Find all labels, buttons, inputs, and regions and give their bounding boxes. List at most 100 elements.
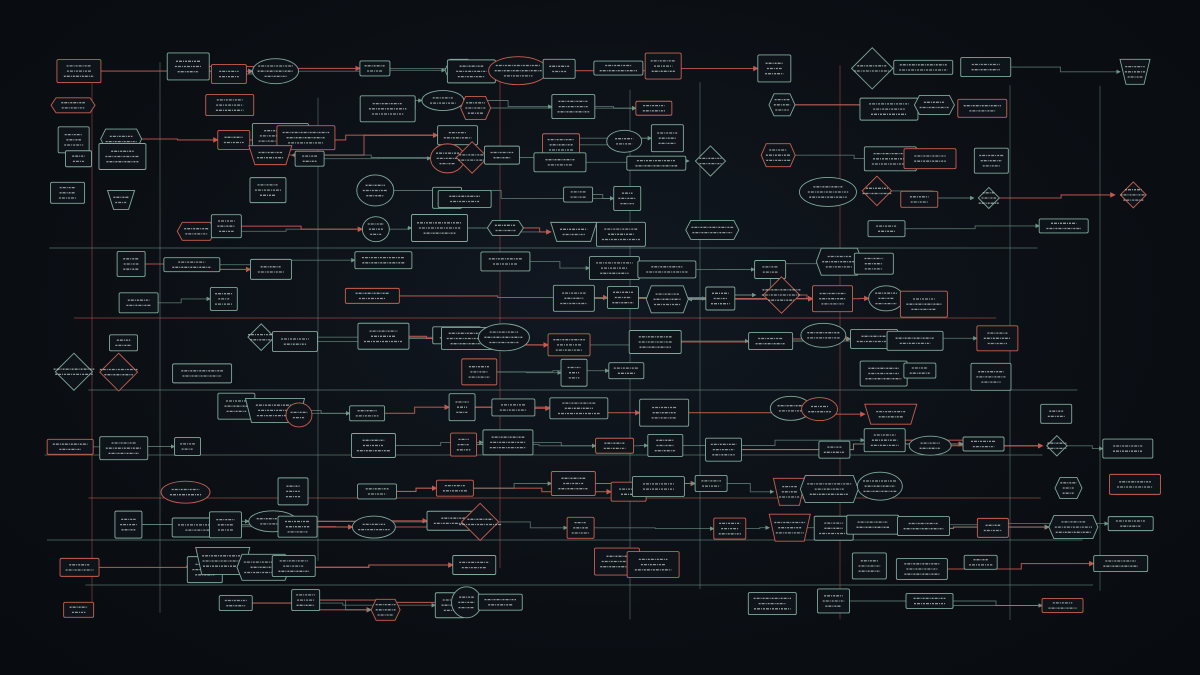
flowchart-node xyxy=(277,477,309,506)
flowchart-node xyxy=(769,395,812,421)
flowchart-node xyxy=(705,437,742,462)
connector-edges xyxy=(44,62,1121,620)
terminator-node xyxy=(856,471,903,501)
connector-edge xyxy=(479,370,562,375)
flowchart-node xyxy=(846,514,900,535)
flowchart-node xyxy=(477,323,530,352)
process-box xyxy=(960,57,1012,78)
process-box xyxy=(542,58,576,79)
flowchart-node xyxy=(853,252,894,275)
flowchart-node xyxy=(613,185,642,211)
flowchart-node xyxy=(176,221,216,241)
flowchart-node xyxy=(1093,555,1149,573)
flowchart-node xyxy=(970,362,1012,391)
process-box xyxy=(294,150,325,167)
preparation-node xyxy=(50,97,96,114)
flowchart-node xyxy=(899,290,948,318)
process-box xyxy=(903,148,957,170)
flowchart-node xyxy=(99,436,149,461)
process-box xyxy=(563,186,594,203)
process-box xyxy=(1038,218,1089,234)
flowchart-node xyxy=(249,177,287,204)
flowchart-node xyxy=(748,332,794,351)
terminator-node xyxy=(801,397,838,422)
manual-operation-node xyxy=(106,189,136,210)
process-box xyxy=(895,558,948,580)
connector-edge-red xyxy=(372,294,609,301)
process-box xyxy=(483,145,520,165)
process-box xyxy=(109,334,138,352)
process-box xyxy=(437,189,492,208)
flowchart-node xyxy=(812,285,854,313)
connector-edge xyxy=(580,526,715,531)
flowchart-node xyxy=(560,358,588,387)
process-box xyxy=(962,436,1005,452)
process-box xyxy=(174,437,201,456)
process-box xyxy=(218,595,253,612)
connector-edge xyxy=(375,225,413,231)
process-box xyxy=(859,360,908,387)
connector-edge-red xyxy=(226,225,364,232)
preparation-node xyxy=(768,93,796,117)
flowchart-node xyxy=(976,325,1019,352)
flowchart-node xyxy=(354,251,413,270)
flowchart-node xyxy=(359,95,416,123)
flowchart-node xyxy=(114,510,143,539)
flowchart-node xyxy=(818,440,851,459)
flowchart-node xyxy=(694,145,727,177)
flowchart-node xyxy=(285,402,313,428)
process-box xyxy=(976,517,1009,538)
flowchart-node xyxy=(344,287,400,304)
process-box xyxy=(411,214,468,242)
decision-node xyxy=(850,47,894,90)
flowchart-node xyxy=(886,330,944,351)
flowchart-node xyxy=(859,360,908,387)
flowchart-node xyxy=(768,93,796,117)
flowchart-node xyxy=(903,148,957,170)
flowchart-node xyxy=(631,476,685,497)
connector-edge xyxy=(1056,445,1104,451)
flowchart-node xyxy=(277,515,318,538)
connector-edge xyxy=(507,441,597,449)
flowchart-node xyxy=(451,586,482,619)
flowchart-node xyxy=(867,220,906,238)
process-box xyxy=(446,59,496,84)
process-box xyxy=(1041,598,1084,613)
terminator-node xyxy=(800,322,847,348)
flowchart-node xyxy=(118,292,159,314)
flowchart-node xyxy=(437,189,492,208)
flowchart-node xyxy=(461,358,498,386)
process-box xyxy=(607,286,639,309)
flowchart-node xyxy=(482,429,534,456)
flowchart-node xyxy=(218,595,253,612)
flowchart-node xyxy=(217,129,251,150)
flowchart-node xyxy=(645,285,689,314)
terminator-node xyxy=(451,586,482,619)
diagram-nodes xyxy=(46,47,1161,621)
flowchart-node xyxy=(477,593,523,611)
process-box xyxy=(172,363,233,384)
flowchart-node xyxy=(635,100,673,116)
flowchart-node xyxy=(459,502,502,542)
flowchart-node xyxy=(63,601,95,618)
flowchart-node xyxy=(856,471,903,501)
flowchart-node xyxy=(455,141,489,174)
flowchart-node xyxy=(595,221,646,247)
flowchart-node xyxy=(210,64,247,84)
flowchart-node xyxy=(205,94,255,117)
process-box xyxy=(277,477,309,506)
connector-edge xyxy=(711,483,775,495)
flowchart-node xyxy=(650,124,684,153)
flowchart-node xyxy=(908,435,952,456)
flowchart-node xyxy=(106,189,136,210)
flowchart-node xyxy=(593,60,644,76)
process-box xyxy=(291,589,321,612)
process-box xyxy=(713,517,747,540)
connector-edge-red xyxy=(988,192,1116,199)
flowchart-node xyxy=(977,186,1000,210)
process-box xyxy=(59,557,100,577)
flowchart-node xyxy=(252,58,300,85)
connector-edge-red xyxy=(263,562,454,568)
connector-edge xyxy=(505,260,591,271)
flowchart-node xyxy=(551,94,596,120)
